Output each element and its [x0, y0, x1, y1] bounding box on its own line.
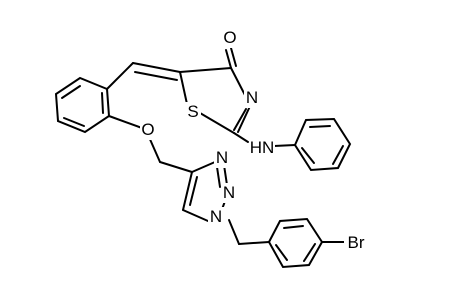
bond-n3-n2-2: [216, 166, 221, 188]
bond-nh-ph: [273, 144, 296, 147]
ring-phenyl: [293, 117, 352, 172]
bond-c4-n3-triazole: [191, 161, 216, 173]
ring-bromophenyl-inner-1: [283, 225, 304, 229]
atom-o-ether: O: [141, 120, 154, 139]
bonds: [54, 47, 352, 269]
bond-s1-c5: [179, 71, 188, 105]
bond-o-ch2: [148, 136, 161, 163]
bond-c5-c4-1: [182, 171, 193, 211]
bond-n3-c2-1: [237, 103, 252, 133]
bond-ch2-c4triazole: [159, 161, 193, 173]
ring-phenyl-inner-2: [332, 145, 344, 165]
bond-ch2-ar: [238, 241, 270, 245]
bond-c5-c4: [179, 67, 232, 73]
ring-benzylidene-inner-3: [101, 92, 104, 114]
bond-n1-ch2: [228, 219, 240, 245]
bond-c4-o-double-1: [225, 49, 232, 69]
ring-phenyl-inner-3: [301, 147, 315, 164]
atom-n1-triazole: N: [210, 207, 222, 226]
atom-nh-amine: HN: [250, 138, 275, 157]
ring-benzylidene: [54, 76, 111, 134]
bond-c2-nh: [233, 132, 249, 143]
bond-c4-o-double-2: [230, 47, 237, 67]
bond-n3-n2-1: [223, 164, 228, 186]
atom-n-ring: N: [246, 88, 258, 107]
bond-n1-c5: [182, 209, 209, 222]
bond-ar-o: [108, 115, 143, 129]
bond-exo-double-1: [132, 62, 181, 73]
atom-br: Br: [348, 233, 365, 252]
bond-n3-c2-2: [233, 108, 247, 131]
bond-ch-ar: [106, 62, 134, 90]
atom-n2-triazole: N: [223, 183, 235, 202]
ring-bromophenyl-inner-3: [275, 244, 288, 261]
ring-phenyl-inner-1: [309, 125, 331, 128]
ring-benzylidene-inner-2: [63, 117, 85, 127]
atom-n3-triazole: N: [216, 148, 228, 167]
atom-o-carbonyl: O: [223, 28, 236, 47]
atoms: O N S HN O N N N Br: [140, 28, 368, 253]
ring-benzylidene-inner-1: [61, 85, 81, 99]
bond-exo-double-2: [134, 71, 178, 81]
atom-s-ring: S: [187, 102, 198, 121]
bond-c5-c4-2: [189, 176, 198, 206]
bond-c2-s1: [199, 112, 235, 134]
ring-bromophenyl-inner-2: [303, 243, 316, 262]
